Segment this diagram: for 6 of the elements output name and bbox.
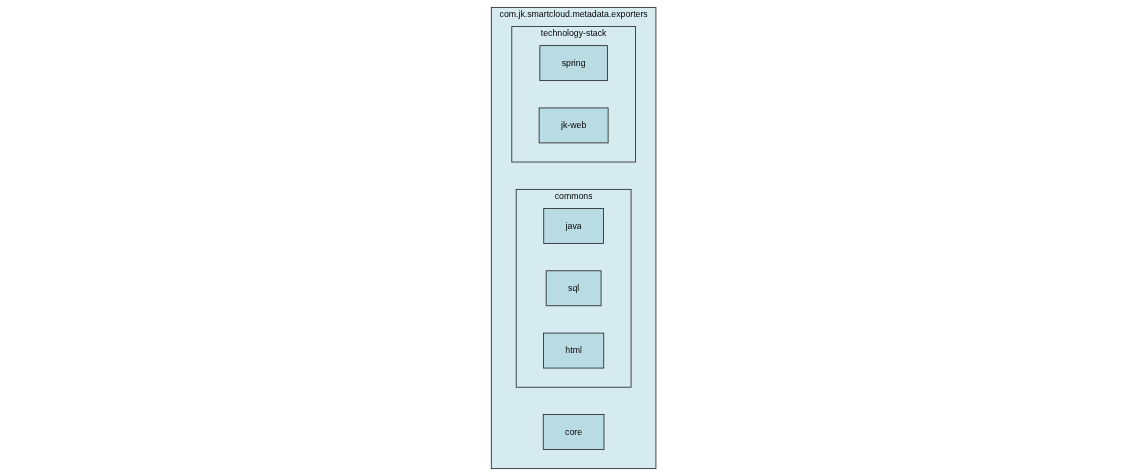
node-box: html — [543, 332, 605, 368]
node-box: core — [543, 413, 605, 450]
node-box: spring — [539, 44, 609, 81]
node-box: jk-web — [539, 107, 609, 143]
node-box: java — [543, 207, 605, 244]
node-box: sql — [546, 269, 602, 306]
